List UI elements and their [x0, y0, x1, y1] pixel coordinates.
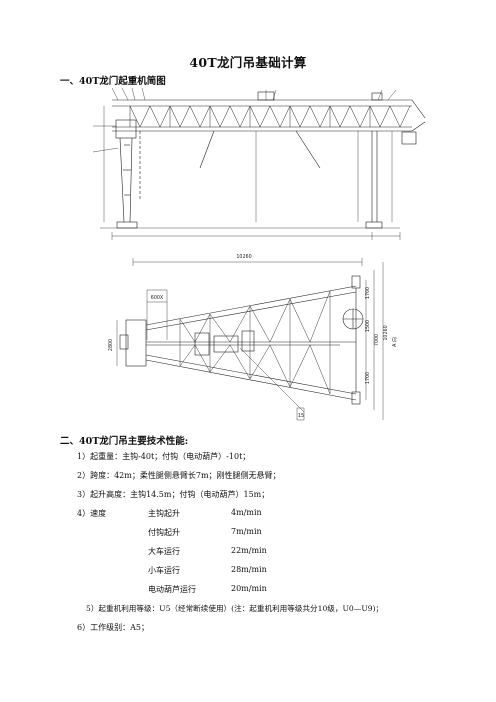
speed-name: 大车运行	[148, 547, 180, 556]
plan-box-label: 600X	[151, 295, 164, 301]
spec-item-work-class: 6）工作级别：A5；	[77, 623, 149, 632]
speed-value: 28m/min	[231, 565, 267, 574]
speed-name: 电动葫芦运行	[148, 585, 196, 594]
spec-item-capacity: 1）起重量：主钩-40t；付钩（电动葫芦）-10t；	[77, 452, 251, 461]
speed-value: 20m/min	[231, 584, 267, 593]
plan-dim-right-1: 1700	[365, 287, 371, 299]
speed-value: 22m/min	[231, 546, 267, 555]
plan-dim-left: 2800	[108, 339, 114, 351]
speed-name: 小车运行	[148, 566, 180, 575]
crane-plan-drawing	[116, 258, 384, 421]
speed-name: 主钩起升	[148, 509, 180, 518]
spec-item-span: 2）跨度：42m；柔性腿侧悬臂长7m；刚性腿侧无悬臂；	[77, 471, 281, 480]
plan-dim-right-5: 1700	[365, 372, 371, 384]
spec-item-utilization: 5）起重机利用等级：U5（经常断续使用）(注：起重机利用等级共分10级，U0—U…	[86, 604, 384, 613]
plan-dim-top: 10260	[236, 254, 251, 260]
page-title: 40T龙门吊基础计算	[189, 55, 307, 70]
crane-elevation-drawing	[92, 87, 426, 240]
speed-value: 4m/min	[231, 508, 262, 517]
speed-name: 付钩起升	[148, 528, 180, 537]
spec-item-lift-height: 3）起升高度：主钩14.5m；付钩（电动葫芦）15m；	[77, 490, 270, 499]
spec-item-speed-label: 4）速度	[77, 509, 107, 518]
plan-dim-right-4: 10260	[383, 325, 389, 340]
plan-dim-right-3: 7000	[374, 334, 380, 346]
plan-dim-right-2: 1500	[365, 320, 371, 332]
speed-value: 7m/min	[231, 527, 262, 536]
section-heading-diagram: 一、40T龙门起重机简图	[60, 76, 166, 87]
section-heading-specs: 二、40T龙门吊主要技术性能:	[60, 436, 189, 447]
plan-side-text: A 向	[391, 337, 398, 347]
plan-callout: 15	[298, 413, 304, 419]
